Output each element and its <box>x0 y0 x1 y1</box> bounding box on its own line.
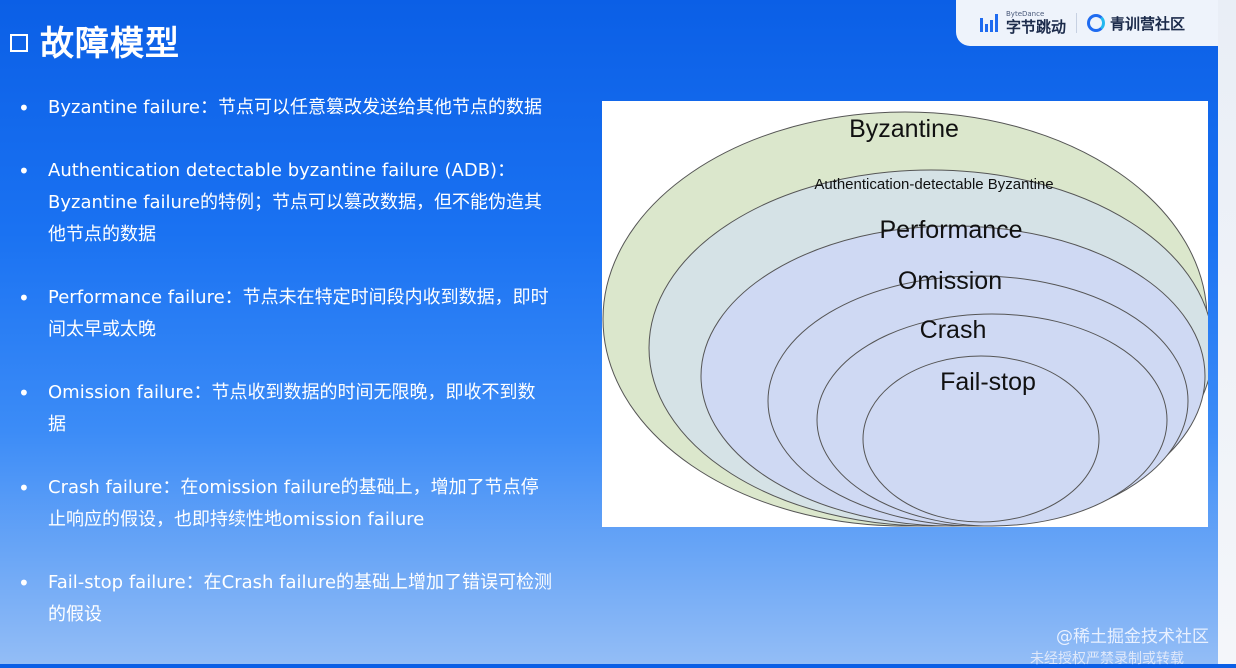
bullet-text: Authentication detectable byzantine fail… <box>48 160 543 245</box>
bullet-dot-icon: • <box>18 571 30 595</box>
bullet-dot-icon: • <box>18 96 30 120</box>
bullet-text: Fail-stop failure：在Crash failure的基础上增加了错… <box>48 572 553 625</box>
bullet-text: Omission failure：节点收到数据的时间无限晚，即收不到数据 <box>48 382 536 435</box>
community-logo-icon <box>1087 14 1106 32</box>
list-item: • Omission failure：节点收到数据的时间无限晚，即收不到数据 <box>18 377 558 441</box>
bullet-dot-icon: • <box>18 159 30 183</box>
label-authentication-detectable-byzantine: Authentication-detectable Byzantine <box>814 176 1053 193</box>
right-edge-strip <box>1218 0 1236 664</box>
brand-header: ByteDance 字节跳动 青训营社区 <box>956 0 1218 46</box>
list-item: • Authentication detectable byzantine fa… <box>18 155 558 251</box>
brand-small-text: ByteDance <box>1006 10 1045 18</box>
label-performance: Performance <box>879 216 1022 244</box>
square-bullet-icon <box>10 33 28 52</box>
community-name: 青训营社区 <box>1110 14 1186 33</box>
nested-ellipses-diagram: Byzantine Authentication-detectable Byza… <box>602 111 1208 527</box>
list-item: • Byzantine failure：节点可以任意篡改发送给其他节点的数据 <box>18 92 558 124</box>
source-credit: @稀土掘金技术社区 <box>1056 627 1209 647</box>
bullet-text: Crash failure：在omission failure的基础上，增加了节… <box>48 477 539 530</box>
bullet-dot-icon: • <box>18 286 30 310</box>
label-byzantine: Byzantine <box>849 115 959 143</box>
brand-divider <box>1076 13 1078 33</box>
bullet-list: • Byzantine failure：节点可以任意篡改发送给其他节点的数据 •… <box>18 92 558 662</box>
bullet-dot-icon: • <box>18 381 30 405</box>
bullet-text: Byzantine failure：节点可以任意篡改发送给其他节点的数据 <box>48 97 543 118</box>
brand-name: 字节跳动 <box>1006 18 1067 36</box>
ellipse-fail-stop <box>862 355 1100 523</box>
bullet-text: Performance failure：节点未在特定时间段内收到数据，即时间太早… <box>48 287 549 340</box>
list-item: • Performance failure：节点未在特定时间段内收到数据，即时间… <box>18 282 558 346</box>
slide-title-text: 故障模型 <box>40 24 180 64</box>
failure-model-diagram: Byzantine Authentication-detectable Byza… <box>602 101 1208 527</box>
label-crash: Crash <box>920 316 987 344</box>
label-omission: Omission <box>898 267 1002 295</box>
label-fail-stop: Fail-stop <box>940 368 1036 396</box>
list-item: • Crash failure：在omission failure的基础上，增加… <box>18 472 558 536</box>
slide-title: 故障模型 <box>10 16 180 65</box>
bullet-dot-icon: • <box>18 476 30 500</box>
copyright-notice: 未经授权严禁录制或转载 <box>1030 651 1184 667</box>
bytedance-logo-icon <box>980 14 1000 32</box>
list-item: • Fail-stop failure：在Crash failure的基础上增加… <box>18 567 558 631</box>
